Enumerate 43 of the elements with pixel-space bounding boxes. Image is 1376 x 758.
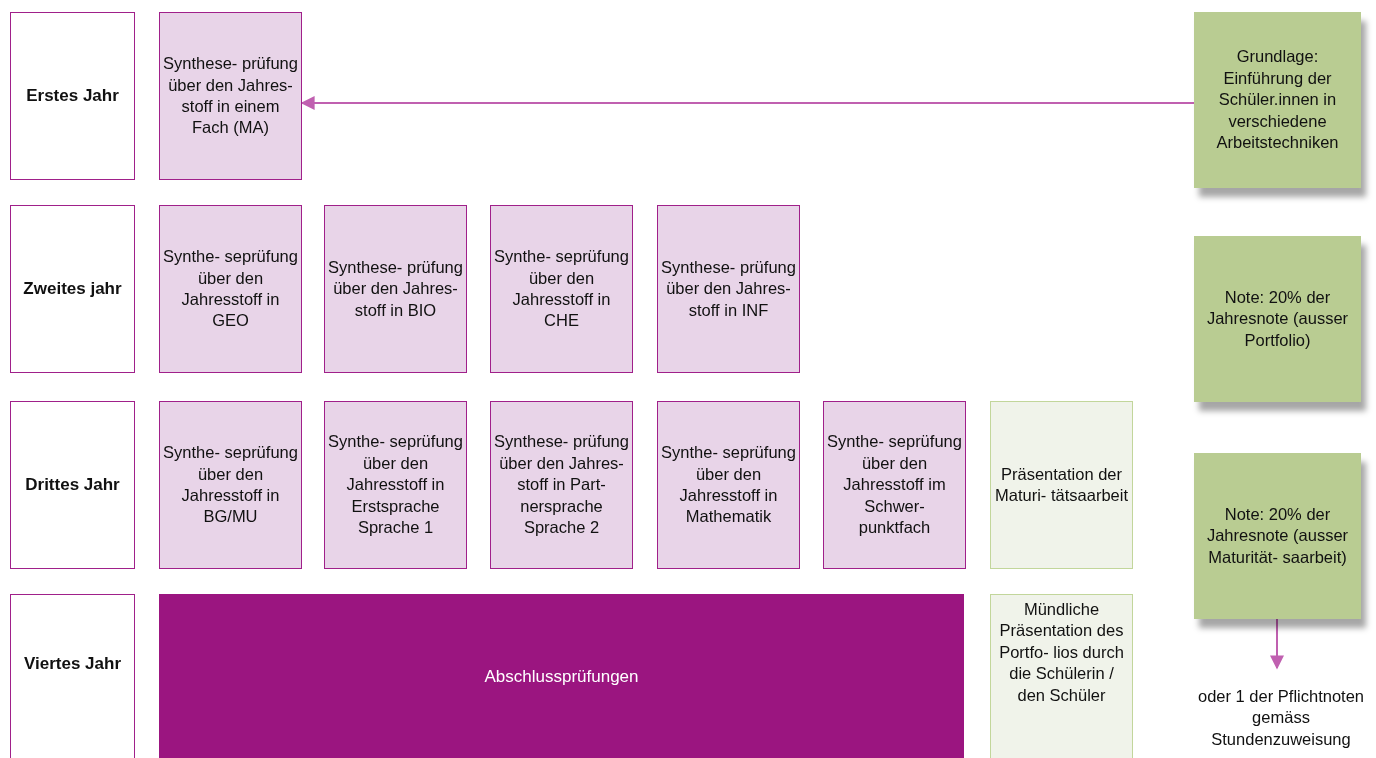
box-text: Synthese- prüfung über den Jahres- stoff in Part- nersprache Sprache 2 [494, 431, 629, 539]
box-text: Abschlussprüfungen [484, 666, 639, 688]
row-label: Zweites jahr [23, 277, 122, 300]
note-box [1194, 453, 1361, 619]
exam-box [657, 401, 800, 569]
box-text: Synthese- prüfung über den Jahres- stoff in INF [661, 256, 796, 321]
note-box [1194, 12, 1361, 188]
box-text: Note: 20% der Jahresnote (ausser Maturität- saarbeit) [1205, 503, 1350, 568]
box-text: Synthese- prüfung über den Jahres- stoff in einem Fach (MA) [163, 53, 298, 139]
box-text: Mündliche Präsentation des Portfo- lios durch die Schülerin / den Schüler [998, 599, 1125, 706]
box-text: Synthe- seprüfung über den Jahresstoff im Schwer- punktfach [827, 431, 962, 539]
exam-box [324, 401, 467, 569]
row-label: Viertes Jahr [24, 653, 121, 675]
exam-box [159, 401, 302, 569]
row-label-box [10, 594, 135, 758]
note-text: oder 1 der Pflichtnoten gemäss Stundenzuweisung [1197, 685, 1365, 750]
presentation-box [990, 594, 1133, 758]
box-text: Synthe- seprüfung über den Jahresstoff in Erstsprache Sprache 1 [328, 431, 463, 539]
exam-box [490, 205, 633, 373]
box-text: Note: 20% der Jahresnote (ausser Portfolio) [1205, 286, 1350, 351]
row-label: Erstes Jahr [26, 84, 119, 107]
exam-box [324, 205, 467, 373]
exam-box [823, 401, 966, 569]
box-text: Synthe- seprüfung über den Jahresstoff in GEO [163, 246, 298, 332]
box-text: Synthe- seprüfung über den Jahresstoff in CHE [494, 246, 629, 332]
box-text: Synthe- seprüfung über den Jahresstoff in BG/MU [163, 442, 298, 528]
row-label: Drittes Jahr [25, 473, 120, 496]
final-exam-bar [159, 594, 964, 758]
exam-box [159, 12, 302, 180]
exam-box [490, 401, 633, 569]
presentation-box [990, 401, 1133, 569]
row-label-box [10, 12, 135, 180]
box-text: Synthese- prüfung über den Jahres- stoff in BIO [328, 256, 463, 321]
box-text: Präsentation der Maturi- tätsaarbeit [994, 463, 1129, 506]
arrow [1270, 618, 1284, 670]
box-text: Synthe- seprüfung über den Jahresstoff in Mathematik [661, 442, 796, 528]
row-label-box [10, 205, 135, 373]
box-text: Grundlage: Einführung der Schüler.innen in verschiedene Arbeitstechniken [1215, 46, 1340, 154]
note-box [1194, 236, 1361, 402]
exam-box [657, 205, 800, 373]
exam-box [159, 205, 302, 373]
arrow [300, 96, 1195, 110]
row-label-box [10, 401, 135, 569]
